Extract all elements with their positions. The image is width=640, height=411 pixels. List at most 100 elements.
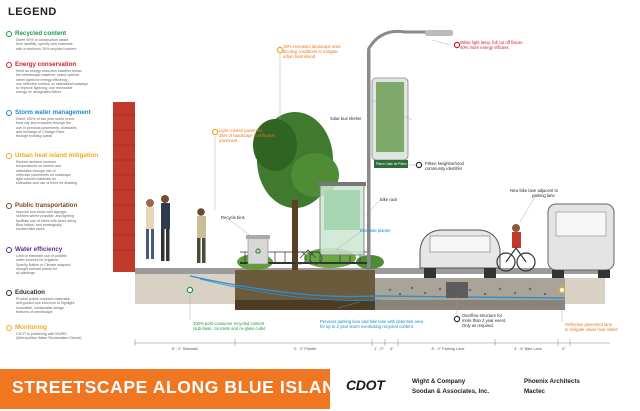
legend-item-desc: Limit or eliminate use of potable [16, 254, 67, 258]
parked-car [419, 229, 501, 278]
dim-bike-lane: 4' - 6" Bike Lane [514, 347, 542, 351]
legend-item-header: Energy conservation [6, 61, 111, 68]
legend-item-desc: to improve lightning; use renewable [16, 86, 73, 91]
brick-wall [113, 102, 135, 272]
dim-parking-lane: 8' - 0" Parking Lane [431, 347, 465, 351]
legend-item-header: Urban heat island mitigation [6, 152, 111, 159]
page-title: STREETSCAPE ALONG BLUE ISLAND AVENUE [12, 377, 429, 397]
callout-pilsen-id-line: Pilsen Neighborhood [425, 161, 464, 166]
callout-markers [186, 41, 566, 323]
callout-shading-line: bicoling conditions to mitigate [283, 49, 338, 54]
legend-item-desc: use reflective surface on sidewalks/road… [16, 81, 88, 86]
callout-pervious-line: for up to 2 year storm eventusing recycl… [320, 324, 413, 329]
legend-item-header: Monitoring [6, 324, 111, 331]
legend-item-name: Energy conservation [15, 61, 77, 68]
callout-lighting: White light lamp, full cut off fixture 4… [460, 40, 560, 50]
legend-item-desc: temperatures on streets and [16, 164, 61, 169]
legend-item-desc: water sources for irrigation. [16, 258, 60, 263]
firm-soodan: Soodan & Associates, Inc. [412, 388, 490, 395]
recycle-bin: ♻ [246, 235, 270, 265]
legend-item-desc: sidewalks and use of trees for shading [16, 181, 78, 186]
legend-item-desc: self-guided tour brochure to highlight [16, 301, 75, 306]
section-ground [135, 268, 605, 310]
pilsen-sign-text: Pilsen Calle de Pilsen [376, 162, 407, 166]
legend-item-name: Storm water management [15, 109, 91, 116]
svg-text:♻: ♻ [254, 247, 261, 256]
legend-item-desc: sidewalks through use of [16, 168, 56, 173]
dim-curb: 1' - 0" [374, 347, 384, 351]
legend-item-header: Water efficiency [6, 246, 111, 253]
callout-light-paving: Light colored pavement 35% of hardscape … [219, 128, 299, 143]
legend-dot-icon [6, 289, 12, 296]
legend-title: LEGEND [8, 6, 57, 18]
legend-item-desc: light colored materials on [16, 177, 56, 182]
cyclist [496, 224, 536, 272]
legend-dot-icon [6, 202, 12, 209]
callout-light-paving-line: Light colored pavement [219, 128, 263, 133]
bike-rack-figure [293, 249, 323, 265]
legend-item-desc: Provide public outreach materials/ [16, 297, 71, 301]
legend-item-name: Urban heat island mitigation [15, 152, 99, 159]
legend-item-desc: features of streetscape [16, 309, 53, 314]
legend-item-desc: all plantings [16, 271, 35, 276]
legend-item-desc: located bike racks [16, 227, 45, 232]
legend-item-desc: Blue Island, and strategically [16, 222, 62, 227]
callout-leaders [189, 39, 563, 322]
firm-wight: Wight & Company [412, 378, 466, 385]
callout-light-paving-line: pavement [219, 138, 238, 143]
callout-recycle-bins: Recycle bins [221, 215, 245, 220]
dim-sidewalk: 8' - 0" Sidewalk [172, 347, 198, 351]
legend-dot-icon [6, 324, 12, 331]
legend-item-desc: Divert 90% of construction waste [16, 38, 69, 42]
legend-item-desc: CDOT is partnering with MWRD [16, 332, 67, 336]
legend-item-desc: and recharge of Chicago River [16, 129, 65, 134]
legend-item-desc: street lights for energy efficiency; [16, 77, 69, 82]
callout-overflow: Overflow structure for more than 2 year … [462, 313, 532, 328]
callout-pilsen-id: Pilsen Neighborhood community identifier [425, 161, 495, 171]
callout-shading-line: urban heat island [283, 54, 316, 59]
legend-item-desc: innovative, sustainable design [16, 305, 64, 310]
legend-dot-icon [6, 30, 12, 37]
legend-item-name: Water efficiency [15, 246, 63, 253]
dim-planter: 5' - 0" Planter [293, 347, 317, 351]
legend-item-desc: from landfills, specify new materials [16, 42, 73, 47]
footer-title-band [0, 369, 330, 409]
legend-item-desc: from city storm system through the [16, 121, 72, 126]
callout-bike-lane-line: New bike lane adjacent to [510, 188, 558, 193]
callout-solar-shelter: Solar bus shelter [330, 116, 362, 121]
callout-overflow-line: more than 2 year event. [462, 318, 507, 323]
legend-item-desc: drought tolerant plants for [16, 266, 57, 271]
callout-bioswale: Bioswale planter [360, 228, 391, 233]
dimension-line [134, 339, 610, 346]
callout-bike-lane-line: parking lane [532, 193, 555, 198]
city-bus [547, 203, 615, 278]
street-light [366, 29, 453, 268]
callout-overflow-line: Only as required. [462, 323, 494, 328]
legend-item-desc: Meet an energy reduction baseline below [16, 69, 82, 73]
dim-edge: 6" [562, 347, 566, 351]
callout-shading-line: 15% increased landscape area [283, 44, 341, 49]
legend-item-desc: reflective pavements on roadways; [16, 172, 72, 177]
legend-item-desc: (Metropolitan Water Reclamation District… [16, 336, 82, 341]
callout-recycled-content: 100% post-consumer recycled content (sub… [193, 321, 303, 331]
callout-reflective: Reflective pavement lane to mitigate urb… [565, 322, 639, 332]
legend-item-name: Education [15, 289, 45, 296]
callout-pervious-line: Pervious parking lane and bike lane with… [320, 319, 423, 324]
pedestrians [146, 195, 206, 263]
street-tree [253, 112, 339, 270]
legend-item-desc: energy on designated fixture [16, 90, 62, 95]
legend-item-desc: with a minimum 20% recycled content [16, 46, 77, 51]
bus-shelter [318, 182, 366, 256]
callout-reflective-line: Reflective pavement lane [565, 322, 613, 327]
callout-recycled-line: 100% post-consumer recycled content [193, 321, 265, 326]
callout-lighting-line: White light lamp, full cut off fixture [460, 40, 523, 45]
callout-recycled-line: (sub-base, concrete and re-glass cullet [193, 326, 266, 331]
